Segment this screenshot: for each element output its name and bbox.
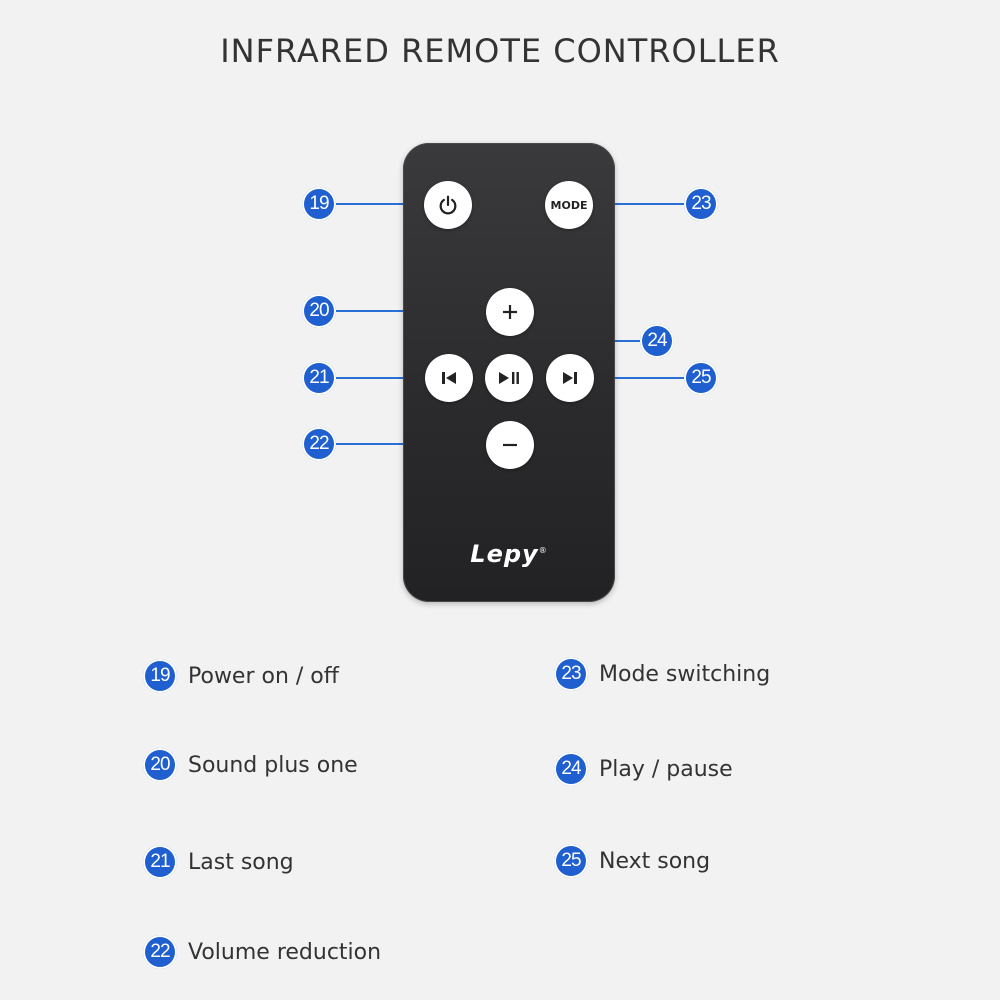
brand-logo: Lepy® (403, 540, 615, 568)
next-button[interactable] (546, 354, 594, 402)
legend-text: Volume reduction (188, 939, 382, 965)
legend-item-volume-down: 22 Volume reduction (143, 935, 381, 969)
legend-item-play-pause: 24 Play / pause (554, 752, 733, 786)
callout-24: 24 (640, 324, 674, 358)
legend-text: Last song (188, 849, 294, 875)
volume-up-button[interactable] (486, 288, 534, 336)
callout-20: 20 (302, 294, 336, 328)
legend-text: Play / pause (599, 756, 733, 782)
play-pause-icon (499, 372, 519, 384)
callout-21: 21 (302, 361, 336, 395)
legend-badge: 21 (143, 845, 177, 879)
previous-button[interactable] (425, 354, 473, 402)
skip-next-icon (563, 372, 577, 384)
legend-badge: 25 (554, 844, 588, 878)
legend-item-next-song: 25 Next song (554, 844, 710, 878)
brand-name: Lepy (470, 540, 539, 568)
callout-19: 19 (302, 187, 336, 221)
legend-item-mode: 23 Mode switching (554, 657, 770, 691)
minus-icon (503, 443, 517, 447)
brand-registered-mark: ® (538, 546, 548, 555)
power-icon (439, 195, 457, 215)
skip-previous-icon (442, 372, 456, 384)
mode-button-label: MODE (550, 198, 588, 212)
mode-button[interactable]: MODE (545, 181, 593, 229)
callout-23: 23 (684, 187, 718, 221)
legend-badge: 24 (554, 752, 588, 786)
legend-badge: 23 (554, 657, 588, 691)
legend-badge: 20 (143, 748, 177, 782)
play-pause-button[interactable] (485, 354, 533, 402)
callout-25: 25 (684, 361, 718, 395)
page-title: INFRARED REMOTE CONTROLLER (220, 32, 780, 70)
legend-text: Next song (599, 848, 711, 874)
legend-text: Power on / off (188, 663, 339, 689)
legend-item-volume-up: 20 Sound plus one (143, 748, 358, 782)
legend-badge: 22 (143, 935, 177, 969)
plus-icon (503, 305, 517, 319)
legend-text: Mode switching (599, 661, 771, 687)
power-button[interactable] (424, 181, 472, 229)
volume-down-button[interactable] (486, 421, 534, 469)
legend-badge: 19 (143, 659, 177, 693)
callout-22: 22 (302, 427, 336, 461)
legend-text: Sound plus one (188, 752, 358, 778)
legend-item-power: 19 Power on / off (143, 659, 339, 693)
legend-item-last-song: 21 Last song (143, 845, 294, 879)
